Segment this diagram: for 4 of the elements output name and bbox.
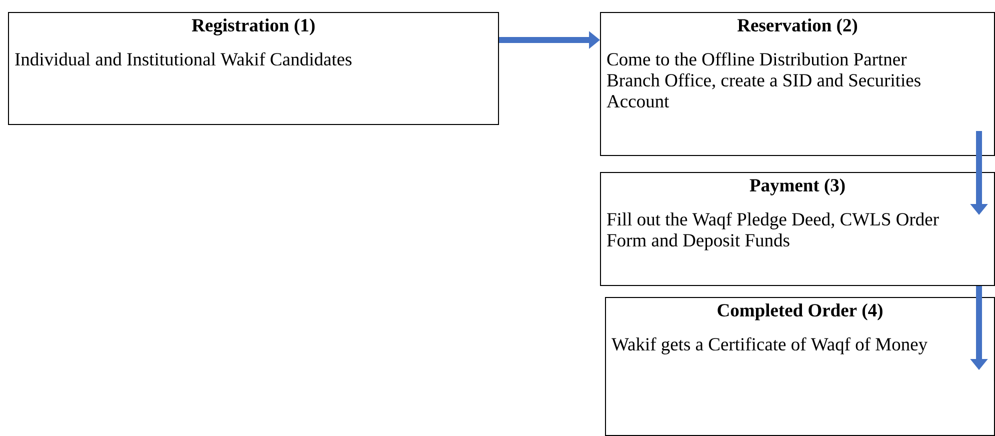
step-box: Registration (1) Individual and Institutional Wakif Candidates [8,12,499,125]
step-box: Payment (3) Fill out the Waqf Pledge Deed, CWLS Order Form and Deposit Funds [600,172,995,286]
step-box: Completed Order (4) Wakif gets a Certificate of Waqf of Money [605,297,995,436]
step-box: Reservation (2) Come to the Offline Distribution Partner Branch Office, create a SID and Securities Account [600,12,995,156]
